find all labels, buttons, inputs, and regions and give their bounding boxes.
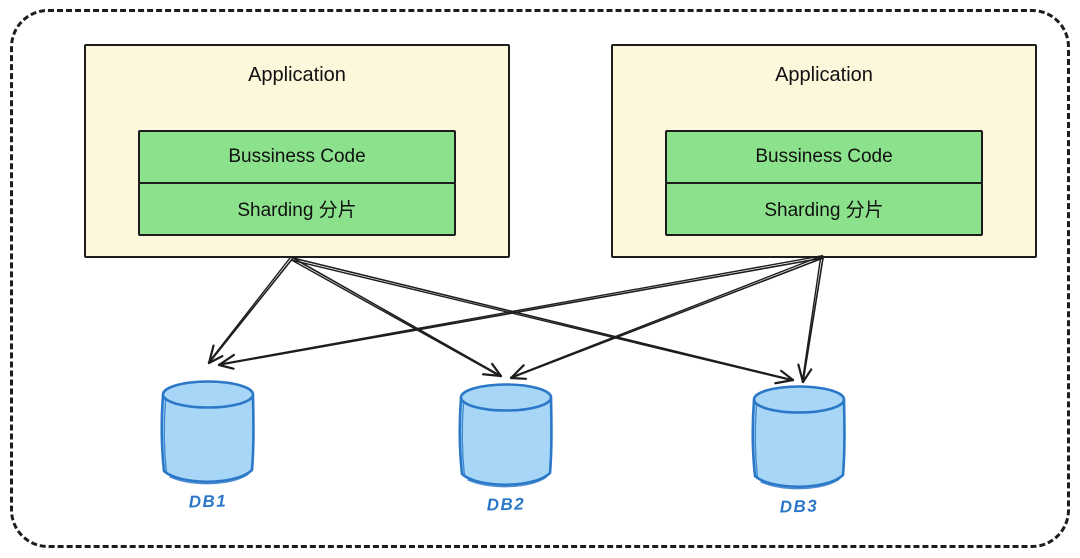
- db-label: DB3: [779, 496, 819, 517]
- application-title: Application: [775, 64, 873, 86]
- application-layers: Bussiness Code Sharding 分片: [138, 130, 456, 236]
- database-db1: DB1: [158, 378, 258, 512]
- application-box-right: Application Bussiness Code Sharding 分片: [611, 44, 1037, 258]
- dashed-frame: [10, 9, 1070, 548]
- business-code-box: Bussiness Code: [665, 130, 983, 184]
- sharding-box: Sharding 分片: [665, 181, 983, 236]
- db-label: DB1: [188, 491, 228, 512]
- database-db3: DB3: [749, 383, 849, 517]
- business-code-box: Bussiness Code: [138, 130, 456, 184]
- db-label: DB2: [486, 494, 526, 515]
- application-title: Application: [248, 64, 346, 86]
- application-box-left: Application Bussiness Code Sharding 分片: [84, 44, 510, 258]
- database-db2: DB2: [456, 381, 556, 515]
- database-cylinder-icon: [160, 380, 255, 485]
- database-cylinder-icon: [751, 385, 846, 490]
- application-layers: Bussiness Code Sharding 分片: [665, 130, 983, 236]
- database-cylinder-icon: [458, 383, 553, 488]
- sharding-box: Sharding 分片: [138, 181, 456, 236]
